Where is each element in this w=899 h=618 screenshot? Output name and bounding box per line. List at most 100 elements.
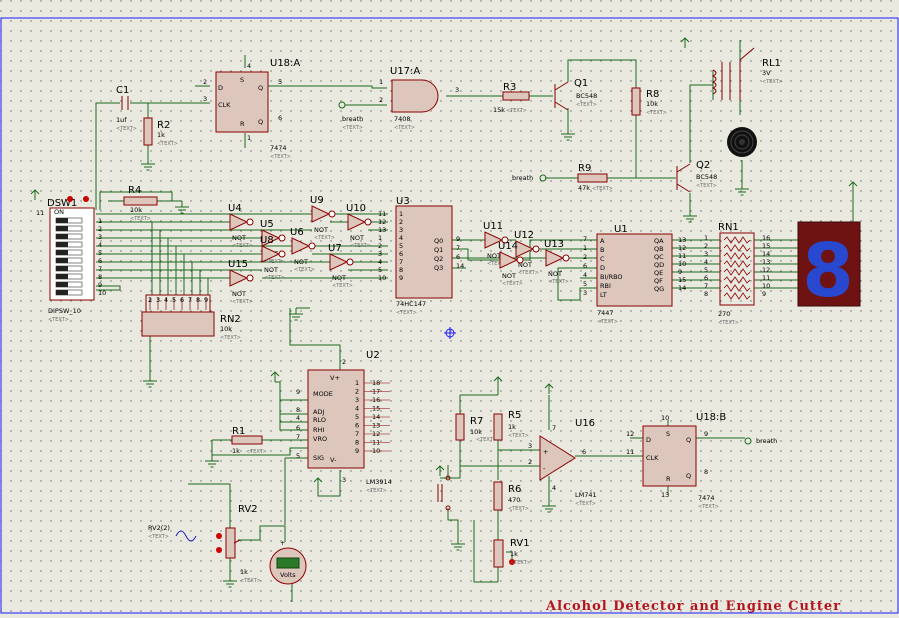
- u1-in-pin: 4: [583, 271, 587, 279]
- svg-text:1k: 1k: [232, 447, 240, 455]
- push-button[interactable]: [437, 475, 451, 511]
- inverter-gates: U4NOT<TEXT>U5NOT<TEXT>U6NOT<TEXT>U7NOT<T…: [228, 195, 570, 305]
- u16-op-amp[interactable]: + - U16 3 2 6 7 4 LM741 <TEXT>: [528, 418, 597, 507]
- svg-text:1k: 1k: [240, 568, 248, 576]
- u2-left-pin: 6: [296, 424, 300, 432]
- svg-text:270: 270: [718, 310, 730, 318]
- dip-toggle-knob: [56, 242, 68, 247]
- svg-text:Q1: Q1: [574, 78, 588, 89]
- dip-toggle-knob: [56, 258, 68, 263]
- svg-text:BC548: BC548: [696, 173, 717, 181]
- u1-in-pin: 3: [583, 289, 587, 297]
- u2-right-label: 4: [355, 405, 359, 413]
- rn1-left-pin: 6: [704, 274, 708, 282]
- resistor-r5[interactable]: R5 1k <TEXT>: [493, 410, 529, 441]
- u2-left-pin: 9: [296, 388, 300, 396]
- svg-text:2: 2: [528, 458, 532, 466]
- inverter-ref: U6: [290, 227, 304, 238]
- u1-in-pin: 6: [583, 262, 587, 270]
- svg-text:<TEXT>: <TEXT>: [157, 141, 178, 147]
- potentiometer-rv2[interactable]: RV2 1k <TEXT>: [216, 504, 261, 584]
- inverter-type: NOT: [232, 234, 246, 242]
- u3-in-pin: 12: [378, 218, 386, 226]
- u3-in-label: 8: [399, 266, 403, 274]
- sheet-border: [0, 17, 899, 614]
- dip-pin-number: 7: [98, 265, 102, 273]
- svg-text:6: 6: [278, 114, 282, 122]
- svg-text:V-: V-: [330, 456, 337, 464]
- rn1-left-pin: 5: [704, 266, 708, 274]
- u18b-flipflop[interactable]: U18:B D CLK Q Q S R 12 11 9 8 10 13 7474…: [626, 412, 777, 510]
- u1-in-label: LT: [600, 291, 607, 299]
- u1-out-pin: 15: [678, 276, 686, 284]
- dip-toggle-knob: [56, 290, 68, 295]
- inverter-ref: U15: [228, 259, 248, 270]
- dip-pin-number: 6: [98, 257, 102, 265]
- dip-toggle-knob: [56, 250, 68, 255]
- svg-text:3: 3: [342, 476, 346, 484]
- resistor-r3[interactable]: R3 15k <TEXT>: [493, 82, 530, 114]
- resistor-r8[interactable]: R8 10k <TEXT>: [631, 87, 667, 116]
- resistor-r1[interactable]: R1 1k <TEXT>: [231, 426, 267, 455]
- svg-text:R6: R6: [508, 484, 521, 495]
- resistor-r9[interactable]: breath R9 47k <TEXT>: [512, 163, 613, 192]
- u2-left-label: ADJ: [313, 408, 324, 416]
- svg-text:7408: 7408: [394, 115, 411, 123]
- svg-text:10k: 10k: [220, 325, 232, 333]
- svg-text:-: -: [543, 464, 546, 472]
- svg-text:<TEXT>: <TEXT>: [342, 125, 363, 131]
- relay-rl1[interactable]: RL1 3V <TEXT>: [711, 47, 783, 100]
- resistor-r6[interactable]: R6 470 <TEXT>: [493, 481, 529, 512]
- u2-right-label: 7: [355, 430, 359, 438]
- resistor-r2[interactable]: R2 1k <TEXT>: [143, 117, 178, 147]
- dip-toggle-knob: [56, 226, 68, 231]
- resistor-r7[interactable]: R7 10k <TEXT>: [455, 413, 497, 443]
- transistor-q1[interactable]: Q1 BC548 <TEXT>: [554, 78, 597, 111]
- potentiometer-rv1[interactable]: RV1 1k <TEXT>: [493, 538, 531, 568]
- u18a-flipflop[interactable]: U18:A D CLK Q Q S R 2 3 5 6 4 1 7474 <TE…: [203, 58, 300, 160]
- u1-out-pin: 14: [678, 284, 686, 292]
- transistor-q2[interactable]: Q2 BC548 <TEXT>: [676, 160, 717, 193]
- svg-text:+: +: [280, 539, 285, 547]
- rn1-resistor: [723, 244, 751, 252]
- svg-text:11: 11: [626, 448, 634, 456]
- svg-text:D: D: [218, 84, 223, 92]
- svg-text:Q: Q: [258, 118, 263, 126]
- svg-text:C1: C1: [116, 85, 129, 96]
- resistor-r4[interactable]: R4 10k <TEXT>: [123, 185, 158, 222]
- u1-out-label: QE: [654, 269, 663, 277]
- inverter-ref: U11: [483, 221, 503, 232]
- capacitor-c1[interactable]: C1 1uf <TEXT>: [116, 85, 137, 132]
- svg-text:470: 470: [508, 496, 520, 504]
- u17a-and-gate[interactable]: U17:A 1 2 3 7408 <TEXT> breath <TEXT>: [338, 66, 459, 131]
- svg-text:S: S: [666, 430, 670, 438]
- u3-in-label: 6: [399, 250, 403, 258]
- svg-text:U3: U3: [396, 196, 410, 207]
- svg-text:U18:B: U18:B: [696, 412, 726, 423]
- rn1-left-pin: 4: [704, 258, 708, 266]
- u3-in-pin: 4: [378, 258, 382, 266]
- svg-text:U2: U2: [366, 350, 380, 361]
- svg-text:<TEXT>: <TEXT>: [510, 560, 531, 566]
- motor-icon: [727, 127, 757, 157]
- u3-out-pin: 7: [456, 244, 460, 252]
